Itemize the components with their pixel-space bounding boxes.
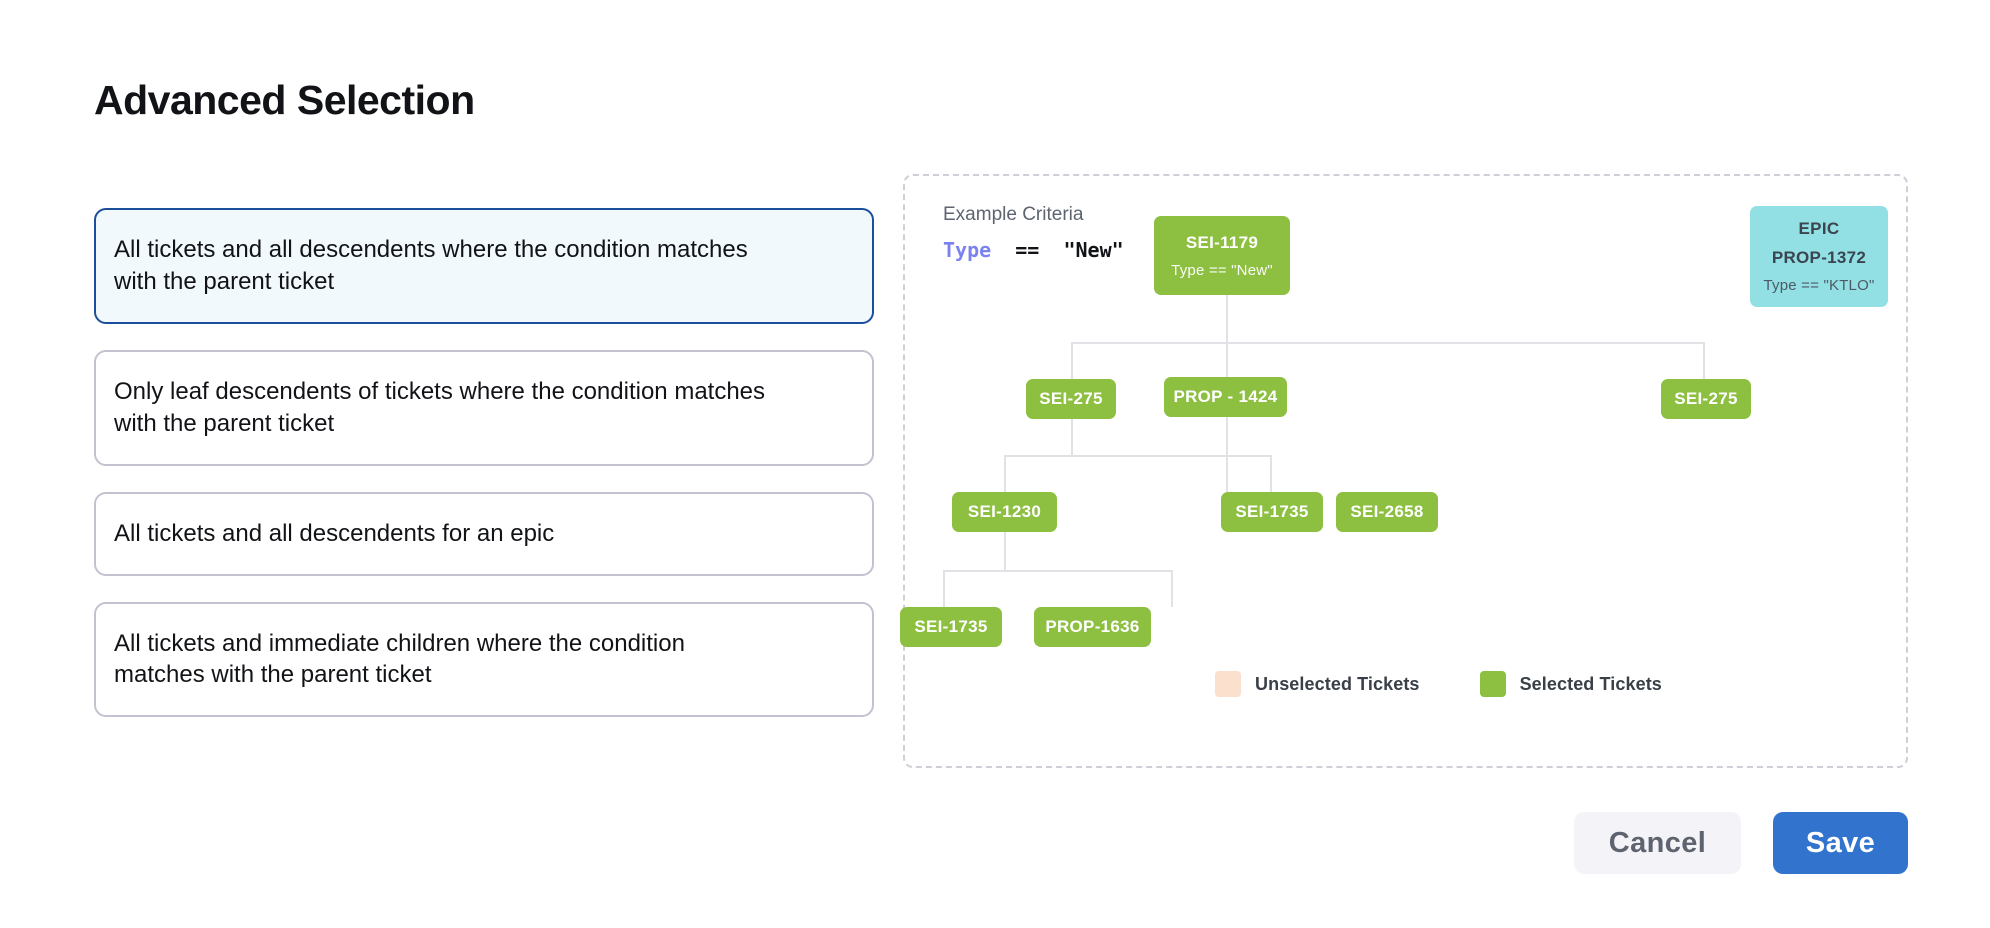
option-card-immediate-children[interactable]: All tickets and immediate children where… xyxy=(94,601,874,718)
criteria-value: "New" xyxy=(1063,238,1124,262)
diagram-legend: Unselected Tickets Selected Tickets xyxy=(1215,671,1662,697)
ticket-node-sei-1230[interactable]: SEI-1230 xyxy=(952,492,1057,532)
ticket-node-prop-1636[interactable]: PROP-1636 xyxy=(1034,607,1151,647)
connector-stub-g1 xyxy=(1004,455,1006,492)
page-title: Advanced Selection xyxy=(94,77,475,124)
ticket-node-sei-275-left[interactable]: SEI-275 xyxy=(1026,379,1116,419)
ticket-node-label: SEI-2658 xyxy=(1350,502,1424,521)
ticket-node-label: SEI-1735 xyxy=(914,617,988,636)
option-label: All tickets and all descendents for an e… xyxy=(114,519,555,547)
connector-stub-h2 xyxy=(1171,570,1173,607)
connector-stub-g2 xyxy=(1270,455,1272,492)
connector-g1-down xyxy=(1004,523,1006,571)
connector-root-down xyxy=(1226,295,1228,343)
ticket-node-sei-1735-row3[interactable]: SEI-1735 xyxy=(1221,492,1323,532)
legend-item-unselected: Unselected Tickets xyxy=(1215,671,1420,697)
ticket-node-label: PROP-1636 xyxy=(1045,617,1140,636)
ticket-node-label: PROP - 1424 xyxy=(1173,387,1278,406)
legend-item-selected: Selected Tickets xyxy=(1479,671,1662,697)
connector-bus-row3 xyxy=(1004,455,1271,457)
ticket-node-label: SEI-275 xyxy=(1674,389,1738,408)
legend-label: Selected Tickets xyxy=(1519,673,1662,694)
legend-swatch-unselected-icon xyxy=(1215,671,1241,697)
example-diagram-panel: Example Criteria Type == "New" SEI-1179 … xyxy=(900,174,1908,768)
legend-swatch-selected-icon xyxy=(1479,671,1506,697)
ticket-node-sei-2658[interactable]: SEI-2658 xyxy=(1336,492,1438,532)
connector-bus-row4 xyxy=(943,570,1172,572)
ticket-node-sei-1179[interactable]: SEI-1179 Type == "New" xyxy=(1154,216,1290,295)
cancel-button[interactable]: Cancel xyxy=(1574,812,1741,874)
ticket-node-condition: Type == "New" xyxy=(1171,261,1273,279)
criteria-expression: Type == "New" xyxy=(943,238,1124,262)
epic-ticket-key: PROP-1372 xyxy=(1771,248,1867,267)
legend-label: Unselected Tickets xyxy=(1255,673,1420,694)
option-label: All tickets and immediate children where… xyxy=(114,629,685,689)
save-button[interactable]: Save xyxy=(1773,812,1908,874)
option-card-all-descendents[interactable]: All tickets and all descendents where th… xyxy=(94,208,874,324)
dialog-footer: Cancel Save xyxy=(1574,812,1908,874)
ticket-node-sei-275-right[interactable]: SEI-275 xyxy=(1661,379,1751,419)
ticket-node-label: SEI-1179 xyxy=(1185,232,1259,252)
ticket-node-label: SEI-275 xyxy=(1039,389,1103,408)
epic-node-condition: Type == "KTLO" xyxy=(1763,277,1875,294)
option-card-leaf-descendents[interactable]: Only leaf descendents of tickets where t… xyxy=(94,349,874,466)
ticket-node-label: SEI-1230 xyxy=(967,502,1042,521)
option-label: Only leaf descendents of tickets where t… xyxy=(114,377,766,437)
connector-bus-row2 xyxy=(1071,342,1703,344)
connector-stub-c3 xyxy=(1703,342,1705,379)
ticket-node-epic-prop-1372[interactable]: EPIC PROP-1372 Type == "KTLO" xyxy=(1750,206,1888,307)
ticket-node-label: SEI-1735 xyxy=(1235,502,1309,521)
connector-stub-c1 xyxy=(1071,342,1073,379)
connector-stub-c2 xyxy=(1226,342,1228,379)
option-card-epic-descendents[interactable]: All tickets and all descendents for an e… xyxy=(94,491,874,576)
connector-stub-h1 xyxy=(943,570,945,607)
criteria-title: Example Criteria xyxy=(943,204,1084,225)
ticket-node-prop-1424[interactable]: PROP - 1424 xyxy=(1164,377,1287,417)
ticket-node-sei-1735-row4[interactable]: SEI-1735 xyxy=(900,607,1002,647)
option-label: All tickets and all descendents where th… xyxy=(114,236,748,295)
criteria-operator: == xyxy=(1015,238,1040,262)
epic-badge-label: EPIC xyxy=(1798,219,1840,238)
connector-c2-down xyxy=(1226,409,1228,492)
connector-c1-down xyxy=(1071,409,1073,456)
option-list: All tickets and all descendents where th… xyxy=(94,208,874,743)
criteria-field: Type xyxy=(943,238,992,262)
